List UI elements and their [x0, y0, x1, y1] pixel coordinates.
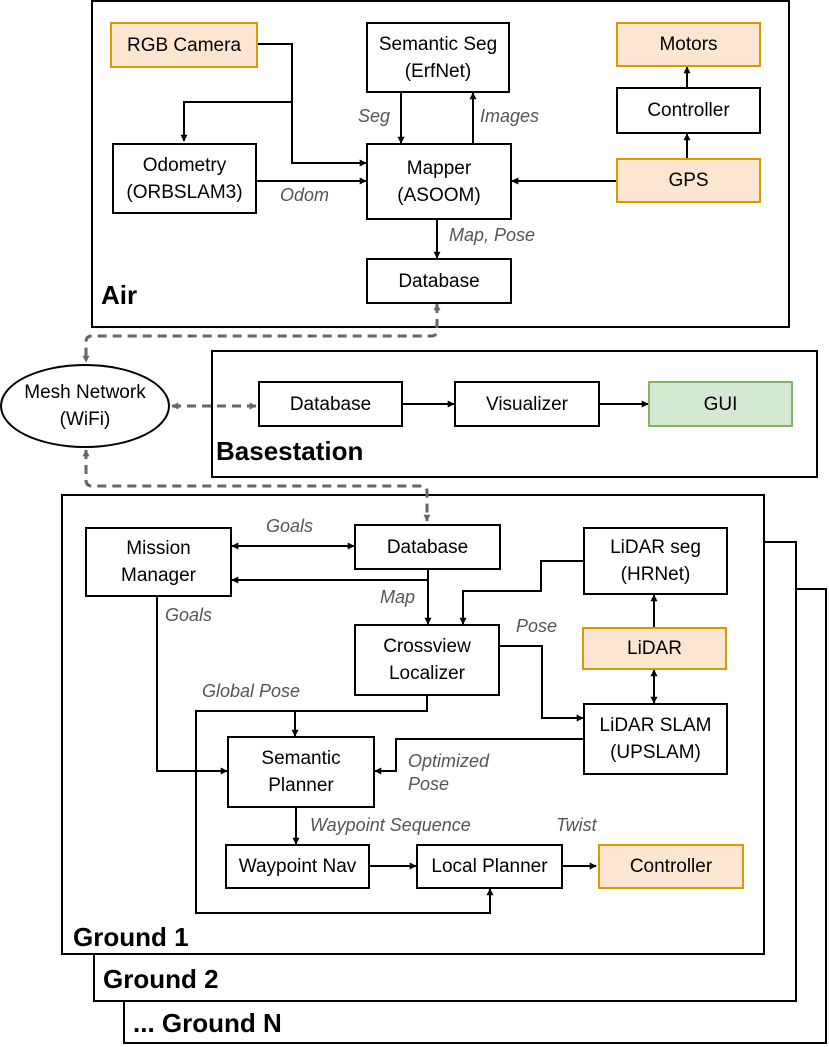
label-map-pose: Map, Pose [449, 225, 536, 245]
mesh-network-node: Mesh Network (WiFi) [0, 364, 170, 448]
ground-lidar-slam-node: LiDAR SLAM (UPSLAM) [583, 703, 728, 775]
air-controller-node: Controller [616, 87, 761, 134]
ground-1-title: Ground 1 [73, 922, 189, 952]
ground-semantic-planner-node: Semantic Planner [227, 736, 375, 808]
air-database-node: Database [366, 258, 512, 304]
air-odometry-node: Odometry (ORBSLAM3) [112, 143, 257, 214]
air-gps-node: GPS [616, 158, 761, 203]
basestation-gui-node: GUI [648, 381, 793, 427]
ground-lidar-node: LiDAR [582, 627, 727, 670]
label-seg: Seg [358, 106, 391, 126]
basestation-title: Basestation [216, 436, 364, 466]
basestation-visualizer-node: Visualizer [454, 381, 600, 427]
air-title: Air [101, 280, 138, 310]
ground-mission-manager-node: Mission Manager [85, 527, 232, 597]
air-motors-node: Motors [616, 22, 761, 67]
ground-lidar-seg-node: LiDAR seg (HRNet) [583, 527, 728, 595]
label-odom: Odom [280, 185, 330, 205]
ground-database-node: Database [354, 524, 501, 570]
air-rgb-camera-node: RGB Camera [110, 22, 258, 68]
label-goals-top: Goals [266, 516, 314, 536]
ground-local-planner-node: Local Planner [416, 844, 563, 889]
label-map: Map [380, 587, 416, 607]
label-pose: Pose [516, 616, 558, 636]
label-waypoint-sequence: Waypoint Sequence [310, 815, 471, 835]
ground-2-title: Ground 2 [103, 964, 219, 994]
air-mapper-node: Mapper (ASOOM) [366, 143, 512, 220]
label-twist: Twist [556, 815, 597, 835]
ground-controller-node: Controller [598, 844, 744, 889]
label-optimized-pose: Optimized Pose [408, 751, 490, 794]
label-global-pose: Global Pose [202, 681, 301, 701]
label-images: Images [480, 106, 540, 126]
ground-waypoint-nav-node: Waypoint Nav [225, 844, 370, 889]
air-semantic-seg-node: Semantic Seg (ErfNet) [366, 22, 510, 93]
basestation-database-node: Database [258, 381, 403, 427]
ground-crossview-localizer-node: Crossview Localizer [354, 624, 500, 696]
ground-n-title: ... Ground N [133, 1008, 282, 1038]
label-goals-left: Goals [165, 605, 213, 625]
